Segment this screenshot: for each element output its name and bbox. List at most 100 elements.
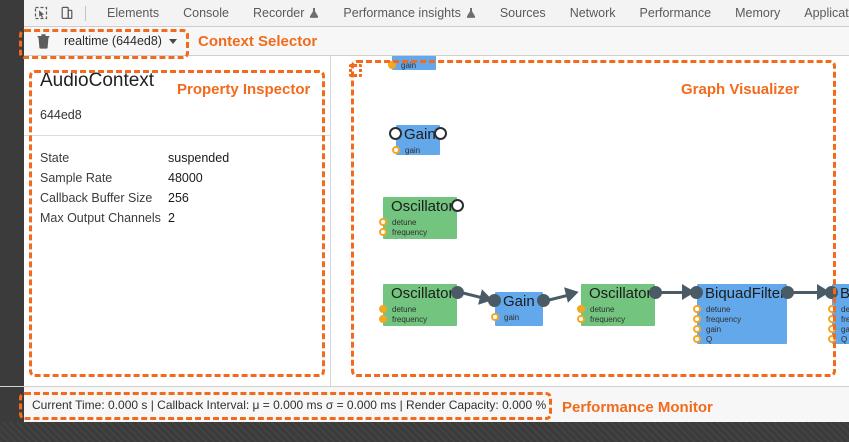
param-port-detune[interactable] (693, 305, 701, 313)
property-row: Sample Rate 48000 (40, 168, 314, 188)
property-inspector: AudioContext 644ed8 State suspended Samp… (24, 56, 331, 386)
annotation-label-performance-monitor: Performance Monitor (562, 399, 713, 416)
property-key: Sample Rate (40, 171, 113, 185)
param-label: detune (392, 305, 417, 314)
param-label: frequency (590, 315, 626, 324)
param-label: detune (590, 305, 615, 314)
annotation-label-context-selector: Context Selector (198, 33, 318, 50)
param-label: gain (841, 325, 849, 334)
graph-edge-arrow (817, 284, 830, 300)
node-output-port[interactable] (434, 127, 447, 140)
property-value: 48000 (168, 171, 203, 185)
param-label: detune (706, 305, 731, 314)
node-title: Gain (400, 56, 432, 59)
node-output-port[interactable] (451, 199, 464, 212)
divider (24, 135, 330, 136)
param-port-frequency[interactable] (828, 315, 836, 323)
node-body (383, 197, 457, 239)
toolbar-icon-group (24, 0, 95, 27)
param-label: frequency (706, 315, 742, 324)
param-port-frequency[interactable] (379, 315, 387, 323)
param-label: Q (841, 335, 848, 344)
graph-edge (659, 291, 684, 294)
panel-body: AudioContext 644ed8 State suspended Samp… (0, 56, 849, 386)
performance-monitor: Current Time: 0.000 s | Callback Interva… (0, 386, 849, 423)
param-label: gain (706, 325, 722, 334)
node-body (581, 284, 655, 326)
window-left-gutter (0, 56, 24, 386)
annotation-label-graph-visualizer: Graph Visualizer (681, 81, 800, 98)
tab-label: Performance insights (343, 6, 461, 20)
context-selector-dropdown[interactable]: realtime (644ed8) (60, 32, 181, 50)
node-title: Oscillator (391, 198, 454, 215)
param-label: gain (405, 146, 421, 155)
param-label: frequency (392, 315, 428, 324)
property-list: State suspended Sample Rate 48000 Callba… (40, 148, 314, 228)
param-label: frequency (841, 315, 849, 324)
param-port-gain[interactable] (693, 325, 701, 333)
node-title: Gain (503, 293, 535, 310)
page-title: AudioContext (40, 70, 155, 91)
param-label: gain (401, 61, 417, 70)
device-toolbar-icon[interactable] (54, 2, 80, 25)
param-label: detune (392, 218, 417, 227)
tab-label: Sources (499, 6, 546, 20)
tab-console[interactable]: Console (171, 0, 241, 27)
property-value: suspended (168, 151, 230, 165)
param-port-detune[interactable] (379, 218, 387, 226)
tab-memory[interactable]: Memory (723, 0, 792, 27)
context-selector-toolbar: realtime (644ed8) (0, 26, 849, 56)
tab-label: Console (183, 6, 229, 20)
node-input-port[interactable] (389, 127, 402, 140)
node-title: Oscillator (391, 285, 454, 302)
window-left-gutter (0, 386, 24, 423)
tab-label: Elements (107, 6, 160, 20)
param-port-frequency[interactable] (577, 315, 585, 323)
tab-label: Application (804, 6, 849, 20)
param-port-gain[interactable] (491, 313, 499, 321)
node-body (832, 284, 849, 344)
param-port-q[interactable] (693, 335, 701, 343)
property-row: Max Output Channels 2 (40, 208, 314, 228)
node-input-port[interactable] (488, 294, 501, 307)
tab-elements[interactable]: Elements (95, 0, 171, 27)
tab-recorder[interactable]: Recorder (241, 0, 331, 27)
trash-icon[interactable] (30, 29, 56, 53)
context-selector-value: realtime (644ed8) (64, 34, 162, 48)
node-title: BiquadFilter (840, 285, 849, 302)
annotation-label-property-inspector: Property Inspector (177, 81, 311, 98)
chevron-down-icon (168, 38, 177, 44)
tab-label: Memory (735, 6, 781, 20)
inspect-cursor-icon[interactable] (28, 2, 54, 25)
node-body (392, 56, 436, 70)
param-port-gain[interactable] (828, 325, 836, 333)
param-port-frequency[interactable] (379, 228, 387, 236)
param-port-q[interactable] (828, 335, 836, 343)
property-row: Callback Buffer Size 256 (40, 188, 314, 208)
param-label: Q (706, 335, 713, 344)
param-port-detune[interactable] (828, 305, 836, 313)
tab-performance-insights[interactable]: Performance insights (331, 0, 487, 27)
param-port-gain[interactable] (392, 146, 400, 154)
param-port-frequency[interactable] (693, 315, 701, 323)
property-key: Callback Buffer Size (40, 191, 153, 205)
window-bottom-strip (0, 422, 849, 442)
tab-network[interactable]: Network (558, 0, 628, 27)
graph-edge-arrow (564, 284, 581, 303)
node-body (383, 284, 457, 326)
graph-visualizer[interactable]: GaingainGaingainOscillatordetunefrequenc… (332, 56, 849, 386)
devtools-tab-bar: Elements Console Recorder Performance in… (0, 0, 849, 27)
param-port-detune[interactable] (577, 305, 585, 313)
property-value: 256 (168, 191, 189, 205)
node-title: Oscillator (589, 285, 652, 302)
param-port-gain[interactable] (388, 61, 396, 69)
tab-label: Recorder (252, 6, 305, 20)
param-port-detune[interactable] (379, 305, 387, 313)
context-id: 644ed8 (40, 108, 82, 122)
node-title: BiquadFilter (705, 285, 786, 302)
tab-sources[interactable]: Sources (488, 0, 558, 27)
tab-application[interactable]: Application (792, 0, 849, 27)
property-value: 2 (168, 211, 175, 225)
tab-performance[interactable]: Performance (628, 0, 724, 27)
